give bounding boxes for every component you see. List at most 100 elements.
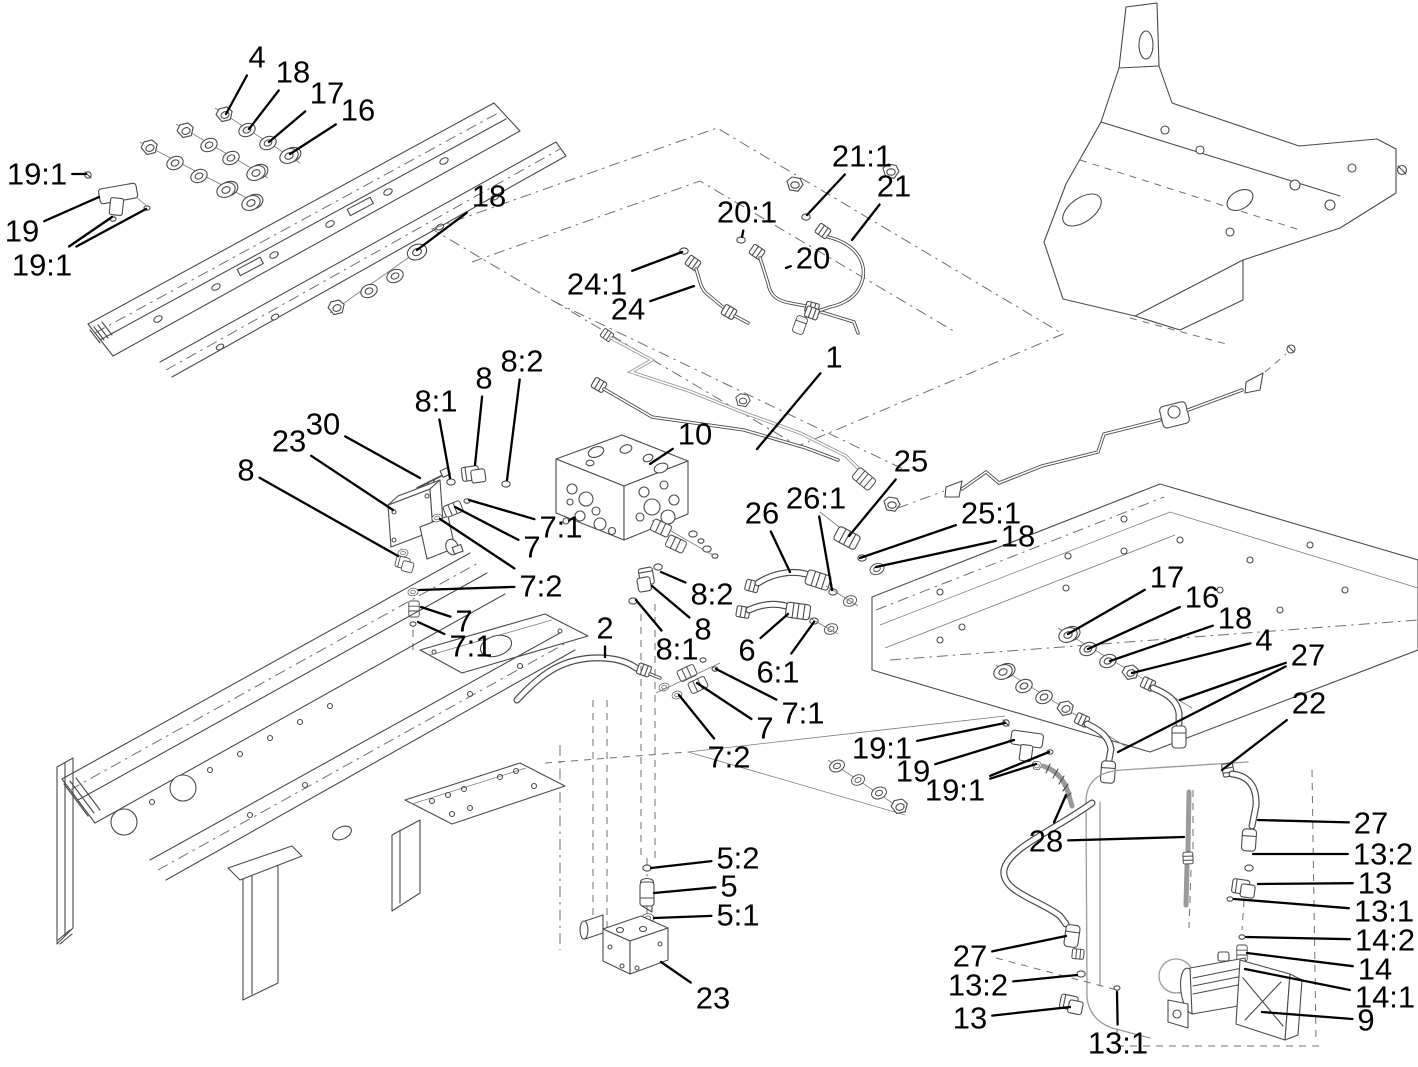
callout-8-2-28: 8:2 [659,570,734,612]
leader-line [1256,818,1350,824]
part-number-label: 24:1 [567,267,627,302]
leader-line [1086,605,1181,651]
part-number-label: 13 [1358,866,1392,901]
leader-line [344,435,422,480]
callout-17-2: 17 [267,76,344,144]
leader-line [67,215,114,248]
callout-8-17: 8 [237,453,400,558]
part-number-label: 18 [1218,601,1252,636]
leader-line [473,395,484,467]
tube-clamp-right [897,344,1296,509]
leader-line [991,934,1068,953]
part-number-label: 24 [611,292,645,327]
part-number-label: 19:1 [852,731,912,766]
callout-13-2-52: 13:2 [1251,837,1413,872]
part-number-label: 17 [310,76,344,111]
leader-line [634,598,663,632]
part-number-label: 8 [475,361,492,396]
solenoid-valve-23 [387,463,511,650]
part-number-label: 7:2 [707,740,750,775]
leader-line [759,612,790,640]
leader-line [784,265,792,270]
part-number-label: 13:2 [948,968,1008,1003]
leader-line [649,859,713,870]
leader-line [416,620,446,636]
part-number-label: 13:2 [1353,837,1413,872]
callout-21-13: 21 [850,169,911,242]
hoses-center [513,563,859,704]
part-number-label: 7 [455,604,472,639]
callout-6-1-32: 6:1 [756,620,816,690]
callout-7-25: 7 [419,604,473,639]
callout-7-1-22: 7:1 [467,498,583,545]
part-number-label: 7:1 [449,629,492,664]
callout-10-21: 10 [648,417,712,466]
part-number-label: 18 [276,55,310,90]
callout-7-1-26: 7:1 [416,620,493,664]
callout-27-59: 27 [953,934,1068,974]
callout-7-2-24: 7:2 [417,517,563,604]
part-number-label: 16 [1185,580,1219,615]
callout-20-1-10: 20:1 [717,195,777,239]
part-number-label: 18 [1001,519,1035,554]
part-number-label: 10 [678,417,712,452]
callout-19-1-43: 19:1 [925,750,1051,808]
callout-21-1-12: 21:1 [805,139,892,217]
part-number-label: 27 [1354,806,1388,841]
callout-19-1-6: 19:1 [12,207,148,283]
leader-line [850,203,881,242]
part-number-label: 6:1 [756,655,799,690]
part-number-label: 25:1 [961,496,1021,531]
part-number-label: 7:2 [519,569,562,604]
part-number-label: 25 [894,444,928,479]
leader-line [677,693,716,740]
part-number-label: 23 [696,981,730,1016]
callout-18-1: 18 [247,55,310,131]
leader-line [453,505,520,542]
leader-line [1256,882,1354,886]
callout-13-2-60: 13:2 [948,968,1079,1003]
callout-28-44: 28 [1029,793,1186,859]
leader-line [258,476,400,558]
leader-line [858,523,957,560]
part-number-label: 4 [248,40,265,75]
tube-assembly-1 [590,327,901,578]
leader-line [1066,588,1146,636]
callout-24-1-8: 24:1 [567,250,684,302]
part-number-label: 7:1 [539,510,582,545]
part-number-label: 20 [796,241,830,276]
leader-line [267,110,307,144]
callout-7-23: 7 [453,505,541,565]
steel-tubes-top [679,163,900,336]
leader-line [650,584,691,619]
leader-line [1052,793,1068,824]
part-number-label: 4 [1255,623,1272,658]
fastener-rows-right [827,623,1193,817]
part-number-label: 16 [341,93,375,128]
leader-line [505,378,521,482]
leader-line [467,498,536,521]
leader-line [1220,718,1288,772]
callout-22-50: 22 [1220,686,1326,772]
leader-line [288,123,337,156]
callout-5-64: 5 [652,869,738,904]
manifold-block-10 [555,434,719,559]
leader-line [991,1005,1072,1017]
leader-line [1178,661,1287,702]
leader-line [648,447,674,466]
leader-line [695,681,753,721]
part-number-label: 30 [306,407,340,442]
leader-line [652,886,717,895]
callout-8-29: 8 [650,584,712,647]
callout-7-2-35: 7:2 [677,693,751,775]
callout-25-38: 25 [847,444,928,538]
part-number-label: 21 [877,169,911,204]
part-number-label: 8:2 [500,344,543,379]
part-number-label: 26:1 [786,481,846,516]
part-number-label: 19:1 [12,248,72,283]
callout-25-1-39: 25:1 [858,496,1021,560]
callout-7-1-33: 7:1 [714,667,825,731]
part-number-label: 27 [1291,638,1325,673]
leader-line [1130,642,1252,675]
leader-line [75,207,148,248]
